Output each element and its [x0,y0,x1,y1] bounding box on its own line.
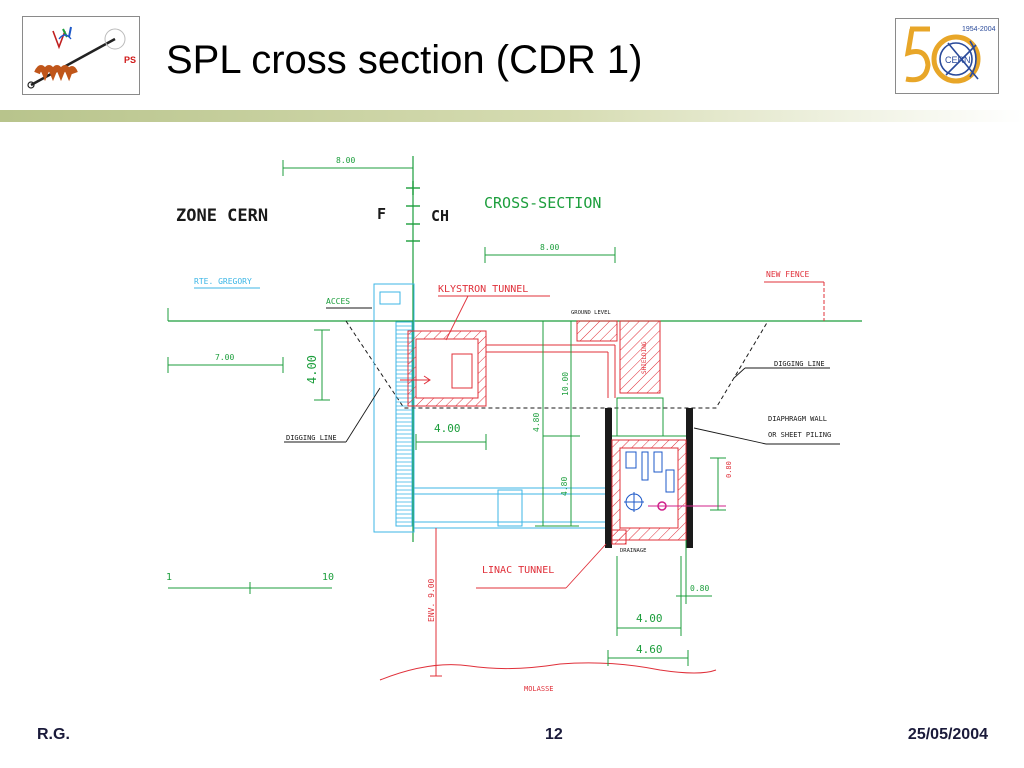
scale-end-label: 10 [322,572,334,583]
dim-cross-width: 8.00 [540,243,559,252]
footer-date: 25/05/2004 [907,726,988,743]
dim-height-4: 4.00 [305,355,319,384]
dim-height-4-80-a: 4.80 [532,413,541,432]
klystron-tunnel-label: KLYSTRON TUNNEL [438,284,528,295]
ps-logo: PS [22,16,140,95]
cross-section-label: CROSS-SECTION [484,194,601,212]
sheet-piling-label: OR SHEET PILING [768,431,831,439]
leader-lines [284,307,840,445]
road-label: RTE. GREGORY [194,277,252,286]
red-leaders [438,295,607,589]
shielding-block-small [576,320,618,342]
dim-height-10: 10.00 [561,372,570,396]
dim-top-width: 8.00 [336,156,355,165]
zone-cern-label: ZONE CERN [176,206,268,226]
diaphragm-wall-label: DIAPHRAGM WALL [768,415,827,423]
footer-author: R.G. [37,726,70,743]
dim-linac-width: 4.00 [636,612,663,625]
dimension-lines [167,160,726,666]
drainage-label: DRAINAGE [620,548,647,554]
linac-tunnel [611,439,726,545]
green-partitions [608,397,686,437]
scale-start-label: 1 [166,572,172,583]
shielding-block [619,320,661,394]
dim-height-0-80: 0.80 [725,461,733,478]
env-depth-label: ENV. 9.00 [427,578,436,622]
ground-level-label: GROUND LEVEL [571,310,611,316]
footer-page-number: 12 [545,726,563,743]
cross-section-drawing: ZONE CERN F CH CROSS-SECTION RTE. GREGOR… [166,156,862,693]
diaphragm-wall-right [686,408,693,548]
acces-label: ACCES [326,297,350,306]
cern-logo-years: 1954-2004 [962,26,996,33]
digging-line [345,320,769,409]
dim-klystron-width: 4.00 [434,422,461,435]
molasse-label: MOLASSE [524,685,554,693]
linac-tunnel-label: LINAC TUNNEL [482,565,554,576]
shielding-label: SHIELDING [641,341,648,374]
cern-logo: 1954-2004 CERN [895,18,999,94]
new-fence-label: NEW FENCE [766,270,810,279]
linac-equipment [624,451,675,512]
border-ch-label: CH [431,207,449,225]
border-crosses [406,181,420,242]
molasse-line [379,662,717,681]
ps-logo-text: PS [124,55,136,65]
title-divider [0,110,1024,122]
digging-line-label-right: DIGGING LINE [774,360,825,368]
slide-title: SPL cross section (CDR 1) [166,38,643,82]
border-f-label: F [377,205,386,223]
diaphragm-wall-left [605,408,612,548]
cern-logo-text: CERN [945,55,971,65]
digging-line-label-left: DIGGING LINE [286,434,337,442]
dim-height-4-80-b: 4.80 [560,477,569,496]
dim-width-0-80: 0.80 [690,584,709,593]
cern-50-anniversary-logo-icon: 1954-2004 CERN [904,26,996,84]
ps-linac-logo-icon: PS [27,26,136,89]
waveguide-duct [486,344,616,398]
dim-width-4-60: 4.60 [636,643,663,656]
dim-left-7: 7.00 [215,353,234,362]
klystron-tunnel [400,330,487,407]
